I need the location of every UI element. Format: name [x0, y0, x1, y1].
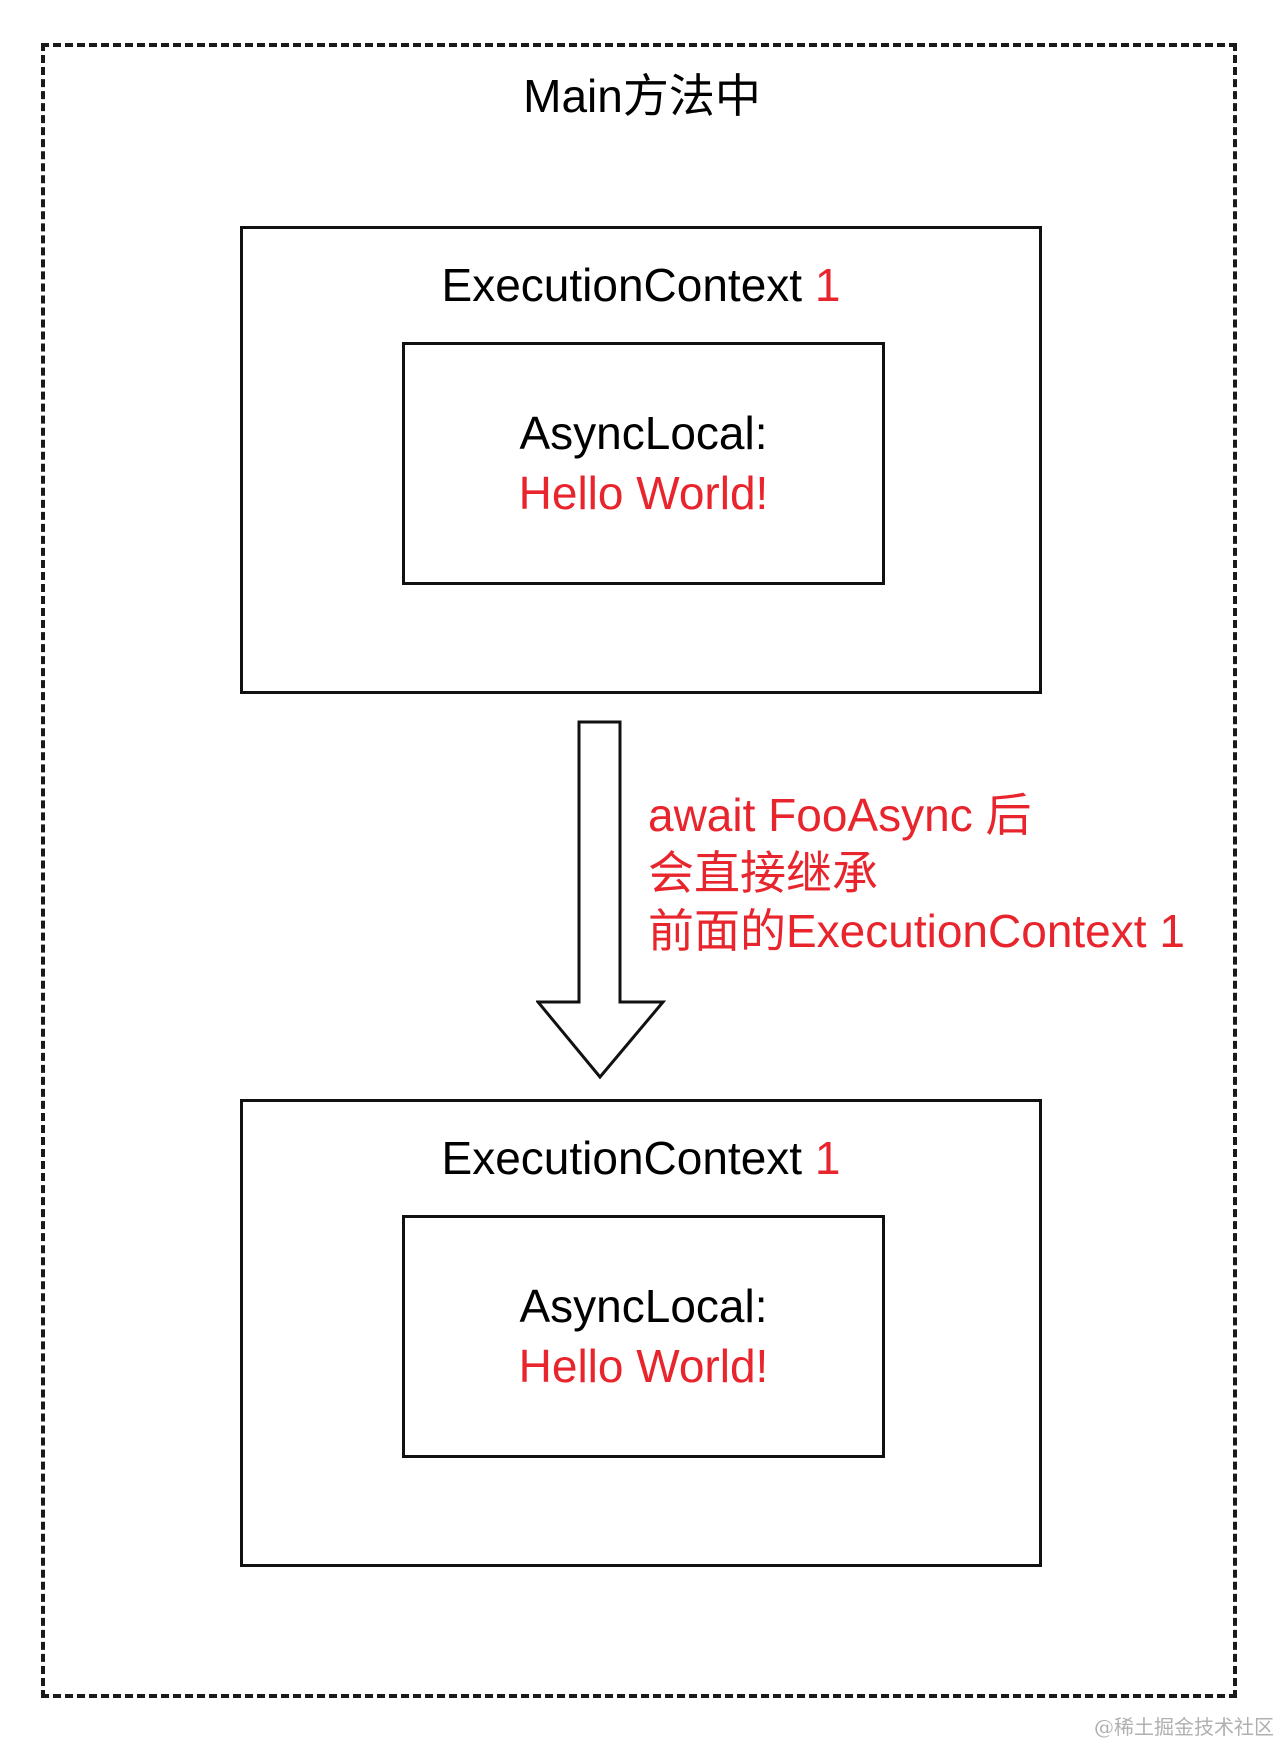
asynclocal-box-1: AsyncLocal: Hello World!: [402, 342, 885, 585]
asynclocal-value: Hello World!: [518, 1340, 769, 1392]
down-arrow-icon: [536, 720, 666, 1080]
arrow-annotation-line-1: await FooAsync 后: [648, 789, 1032, 841]
diagram-title: Main方法中: [523, 70, 761, 122]
arrow-annotation-line-2: 会直接继承: [648, 847, 878, 899]
asynclocal-box-2: AsyncLocal: Hello World!: [402, 1215, 885, 1458]
asynclocal-label: AsyncLocal:: [519, 407, 768, 459]
execution-context-number: 1: [814, 1132, 841, 1184]
arrow-annotation-line-3: 前面的ExecutionContext 1: [648, 905, 1185, 957]
asynclocal-content: AsyncLocal: Hello World!: [405, 403, 882, 523]
execution-context-title: ExecutionContext 1: [243, 1130, 1039, 1186]
execution-context-label: ExecutionContext: [441, 259, 803, 311]
asynclocal-label: AsyncLocal:: [519, 1280, 768, 1332]
execution-context-title: ExecutionContext 1: [243, 257, 1039, 313]
watermark: @稀土掘金技术社区: [1094, 1715, 1274, 1739]
arrow-annotation: await FooAsync 后 会直接继承 前面的ExecutionConte…: [648, 786, 1185, 960]
main-method-dashed-boundary: [41, 43, 1237, 1698]
asynclocal-content: AsyncLocal: Hello World!: [405, 1276, 882, 1396]
execution-context-label: ExecutionContext: [441, 1132, 803, 1184]
execution-context-box-1: ExecutionContext 1 AsyncLocal: Hello Wor…: [240, 226, 1042, 694]
asynclocal-value: Hello World!: [518, 467, 769, 519]
execution-context-box-2: ExecutionContext 1 AsyncLocal: Hello Wor…: [240, 1099, 1042, 1567]
execution-context-number: 1: [814, 259, 841, 311]
